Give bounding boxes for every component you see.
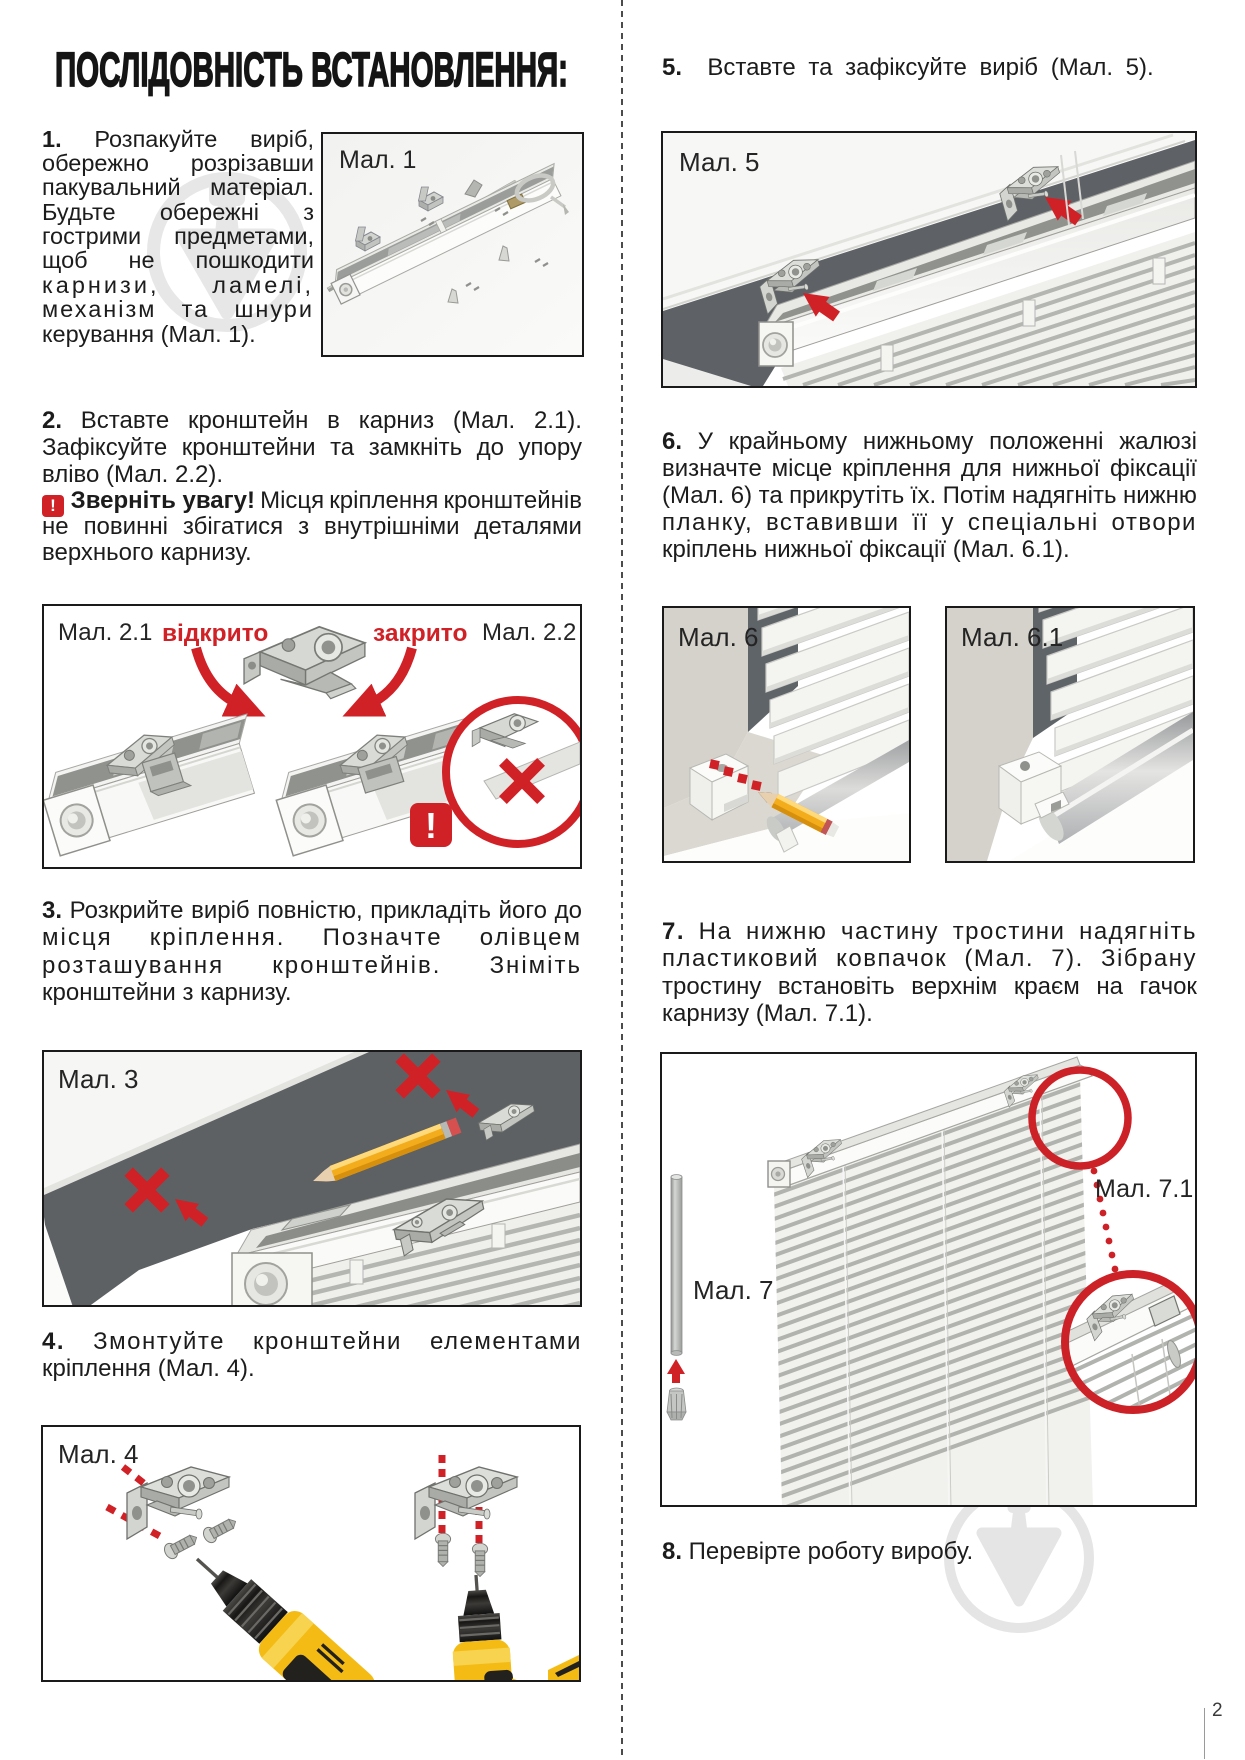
svg-text:Мал. 1: Мал. 1 [339, 146, 416, 174]
svg-text:відкрито: відкрито [162, 620, 268, 647]
svg-text:Мал. 6.1: Мал. 6.1 [961, 622, 1063, 652]
svg-text:закрито: закрито [373, 620, 467, 647]
svg-text:!: ! [425, 805, 437, 846]
svg-text:Мал. 5: Мал. 5 [679, 147, 760, 177]
svg-text:Мал. 7.1: Мал. 7.1 [1095, 1175, 1193, 1203]
svg-text:Мал. 2.1: Мал. 2.1 [58, 619, 152, 646]
svg-text:Мал. 2.2: Мал. 2.2 [482, 619, 576, 646]
svg-text:Мал. 7: Мал. 7 [693, 1275, 774, 1305]
svg-text:Мал. 3: Мал. 3 [58, 1064, 139, 1094]
svg-text:Мал. 4: Мал. 4 [58, 1439, 139, 1469]
svg-text:Мал. 6: Мал. 6 [678, 622, 759, 652]
